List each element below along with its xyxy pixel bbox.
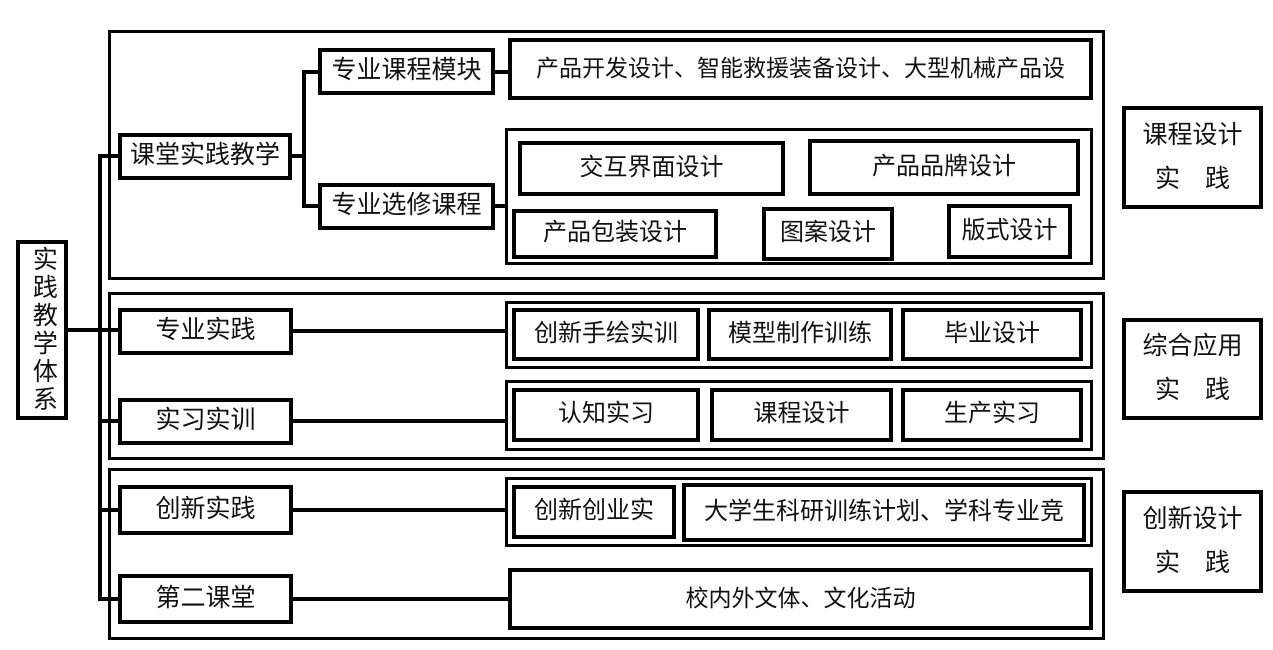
side-label-line: 实 践 bbox=[1154, 377, 1230, 404]
pattern-design-box: 图案设计 bbox=[762, 207, 894, 261]
classroom-practice-box: 课堂实践教学 bbox=[118, 133, 292, 180]
practice-teaching-system-box: 实践教学体系 bbox=[16, 240, 68, 420]
connector-module-to-list bbox=[495, 70, 508, 74]
connector-elective-to-container bbox=[495, 204, 505, 208]
side-label-line: 创新设计 bbox=[1142, 505, 1243, 533]
second-classroom-box: 第二课堂 bbox=[118, 574, 293, 624]
connector-branch-to-module bbox=[302, 70, 318, 74]
graduation-design-box: 毕业设计 bbox=[901, 308, 1083, 361]
production-internship-box: 生产实习 bbox=[901, 388, 1083, 442]
side-label-innovative-practice: 创新设计 实 践 bbox=[1122, 490, 1263, 593]
connector-branch-to-elective bbox=[302, 204, 318, 208]
side-label-line: 综合应用 bbox=[1142, 333, 1243, 360]
module-course-list-box: 产品开发设计、智能救援装备设计、大型机械产品设 bbox=[508, 38, 1093, 100]
connector-trunk-to-classroom bbox=[98, 154, 122, 158]
connector-trunk-to-internship bbox=[98, 419, 122, 423]
campus-activities-box: 校内外文体、文化活动 bbox=[508, 568, 1093, 630]
elective-course-box: 专业选修课程 bbox=[318, 183, 495, 230]
research-competition-box: 大学生科研训练计划、学科专业竞 bbox=[682, 483, 1086, 542]
connector-professional-to-courses bbox=[292, 329, 505, 333]
connector-branch-trunk bbox=[302, 70, 306, 208]
course-design-box: 课程设计 bbox=[710, 388, 893, 442]
side-label-line: 实 践 bbox=[1154, 165, 1230, 193]
side-label-line: 实 践 bbox=[1154, 549, 1230, 577]
connector-internship-to-courses bbox=[292, 419, 505, 423]
connector-innovation-to-courses bbox=[292, 508, 505, 512]
hand-drawing-training-box: 创新手绘实训 bbox=[512, 308, 700, 361]
interactive-ui-design-box: 交互界面设计 bbox=[518, 141, 785, 196]
side-label-comprehensive-practice: 综合应用 实 践 bbox=[1122, 318, 1263, 420]
professional-practice-box: 专业实践 bbox=[118, 308, 293, 355]
side-label-course-design-practice: 课程设计 实 践 bbox=[1122, 106, 1263, 209]
cognitive-internship-box: 认知实习 bbox=[512, 388, 700, 442]
entrepreneurship-practice-box: 创新创业实 bbox=[512, 485, 676, 539]
internship-training-box: 实习实训 bbox=[118, 398, 293, 445]
connector-second-classroom-to-activities bbox=[292, 597, 508, 601]
connector-classroom-to-branch bbox=[292, 154, 306, 158]
connector-trunk-to-innovation bbox=[98, 508, 122, 512]
innovation-practice-box: 创新实践 bbox=[118, 485, 293, 535]
course-module-box: 专业课程模块 bbox=[318, 48, 495, 95]
layout-design-box: 版式设计 bbox=[947, 204, 1072, 259]
product-packaging-design-box: 产品包装设计 bbox=[512, 209, 718, 259]
connector-trunk-to-second-classroom bbox=[98, 597, 122, 601]
connector-root-to-trunk bbox=[68, 328, 120, 332]
model-making-training-box: 模型制作训练 bbox=[707, 308, 893, 361]
side-label-line: 课程设计 bbox=[1142, 121, 1243, 149]
product-brand-design-box: 产品品牌设计 bbox=[808, 139, 1080, 196]
connector-main-trunk bbox=[98, 154, 102, 601]
